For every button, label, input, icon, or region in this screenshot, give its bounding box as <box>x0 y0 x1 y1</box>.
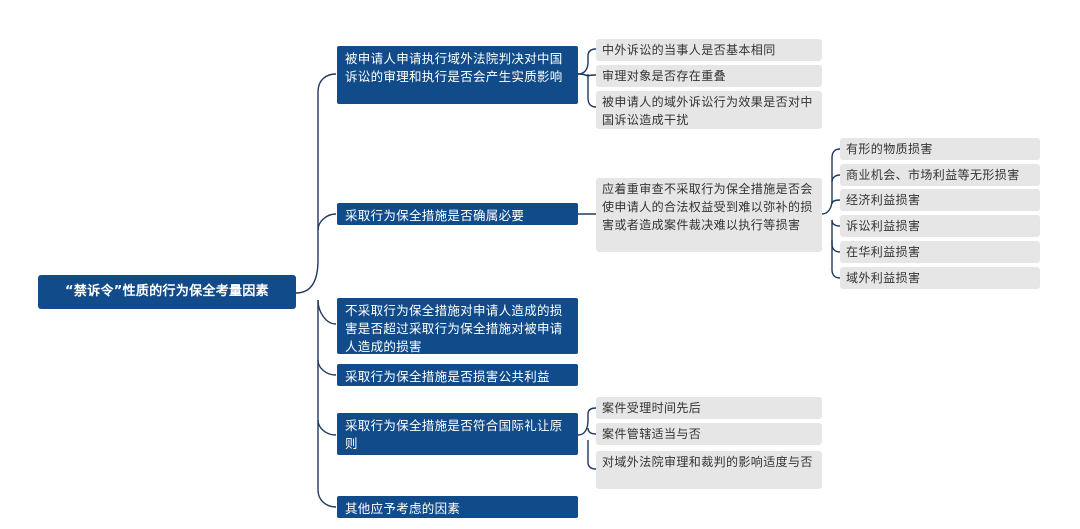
child-foreign-court-impact: 对域外法院审理和裁判的影响适度与否 <box>596 451 822 489</box>
branch-necessity: 采取行为保全措施是否确属必要 <box>337 203 578 225</box>
child-overlap-subject: 审理对象是否存在重叠 <box>596 65 822 87</box>
grandchild-economic-loss: 经济利益损害 <box>840 189 1040 211</box>
grandchild-intangible-loss: 商业机会、市场利益等无形损害 <box>840 164 1040 186</box>
grandchild-tangible-loss: 有形的物质损害 <box>840 138 1040 160</box>
root-node: “禁诉令”性质的行为保全考量因素 <box>38 275 296 309</box>
branch-public-interest: 采取行为保全措施是否损害公共利益 <box>337 364 578 386</box>
grandchild-china-interest-loss: 在华利益损害 <box>840 241 1040 263</box>
grandchild-litigation-loss: 诉讼利益损害 <box>840 215 1040 237</box>
child-same-parties: 中外诉讼的当事人是否基本相同 <box>596 39 822 61</box>
branch-balance-of-harm: 不采取行为保全措施对申请人造成的损害是否超过采取行为保全措施对被申请人造成的损害 <box>337 298 578 354</box>
child-irreparable-harm: 应着重审查不采取行为保全措施是否会使申请人的合法权益受到难以弥补的损害或者造成案… <box>596 178 822 252</box>
branch-impact-on-china-litigation: 被申请人申请执行域外法院判决对中国诉讼的审理和执行是否会产生实质影响 <box>337 46 578 104</box>
branch-international-comity: 采取行为保全措施是否符合国际礼让原则 <box>337 413 578 455</box>
child-jurisdiction: 案件管辖适当与否 <box>596 423 822 445</box>
child-interference: 被申请人的域外诉讼行为效果是否对中国诉讼造成干扰 <box>596 91 822 129</box>
branch-other-factors: 其他应予考虑的因素 <box>337 496 578 518</box>
child-filing-order: 案件受理时间先后 <box>596 397 822 419</box>
grandchild-foreign-interest-loss: 域外利益损害 <box>840 267 1040 289</box>
